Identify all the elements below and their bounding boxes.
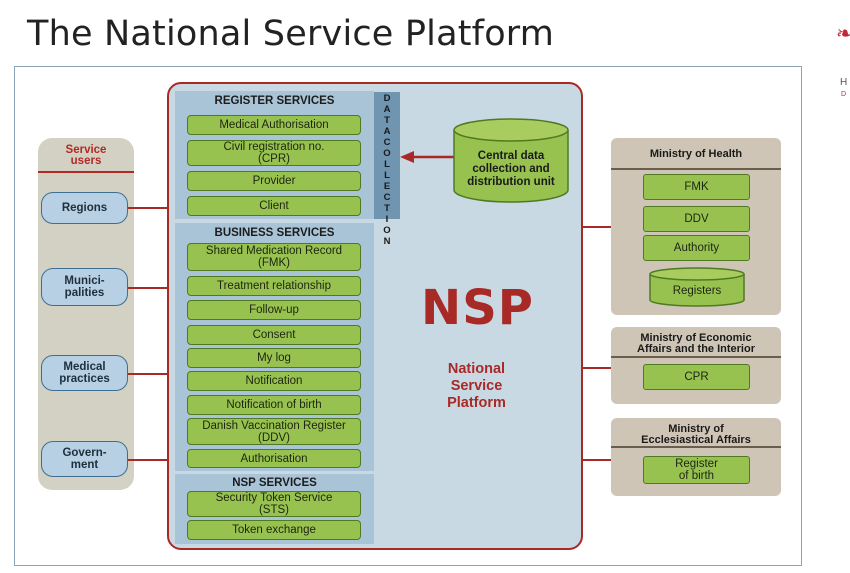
register-medical-authorisation: Medical Authorisation — [187, 115, 361, 135]
business-treatment-relationship: Treatment relationship — [187, 276, 361, 296]
service-user-regions: Regions — [41, 192, 128, 224]
ministry-health-registers: Registers — [672, 285, 722, 297]
service-users-panel — [38, 138, 134, 490]
nsp-sts: Security Token Service(STS) — [187, 491, 361, 517]
ministry-economic-title: Ministry of Economic Affairs and the Int… — [637, 332, 755, 355]
ministry-health-divider — [611, 168, 781, 170]
register-services-title: REGISTER SERVICES — [214, 95, 335, 107]
business-services-title: BUSINESS SERVICES — [214, 227, 335, 239]
service-users-divider — [38, 171, 134, 173]
registers-cylinder-icon — [649, 267, 745, 307]
business-ddv: Danish Vaccination Register(DDV) — [187, 418, 361, 445]
business-follow-up: Follow-up — [187, 300, 361, 320]
business-notification-of-birth: Notification of birth — [187, 395, 361, 415]
business-notification: Notification — [187, 371, 361, 391]
ministry-health-fmk: FMK — [643, 174, 750, 200]
register-client: Client — [187, 196, 361, 216]
nsp-services-title: NSP SERVICES — [232, 477, 317, 489]
connector-regions — [128, 207, 169, 209]
ministry-ecclesiastical-divider — [611, 446, 781, 448]
data-collection-bar — [374, 92, 400, 219]
register-cpr: Civil registration no.(CPR) — [187, 140, 361, 166]
connector-government — [128, 459, 169, 461]
service-user-government: Govern-ment — [41, 441, 128, 477]
connector-medical-practices — [128, 373, 169, 375]
business-fmk: Shared Medication Record(FMK) — [187, 243, 361, 271]
ministry-health-authority: Authority — [643, 235, 750, 261]
ministry-economic-divider — [611, 356, 781, 358]
side-text-h: H — [840, 77, 848, 88]
arrow-left-icon — [400, 151, 454, 163]
data-collection-label: D A T A C O L L E C T I O N — [383, 93, 391, 247]
connector-ministry-health — [583, 226, 611, 228]
nsp-heading: NSP — [421, 280, 534, 336]
logo-mark-icon: ❧ — [836, 21, 850, 45]
service-user-municipalities: Munici-palities — [41, 268, 128, 306]
ministry-ecclesiastical-title: Ministry of Ecclesiastical Affairs — [641, 423, 751, 446]
business-my-log: My log — [187, 348, 361, 368]
nsp-token-exchange: Token exchange — [187, 520, 361, 540]
register-provider: Provider — [187, 171, 361, 191]
connector-ministry-economic — [583, 367, 611, 369]
slide-title: The National Service Platform — [27, 14, 555, 54]
database-cylinder-icon — [453, 118, 569, 203]
ministry-health-title: Ministry of Health — [649, 148, 743, 160]
nsp-subtitle: National Service Platform — [447, 361, 506, 411]
side-text-d: D — [841, 91, 847, 98]
connector-ministry-ecclesiastical — [583, 459, 611, 461]
business-consent: Consent — [187, 325, 361, 345]
ministry-health-ddv: DDV — [643, 206, 750, 232]
business-authorisation: Authorisation — [187, 449, 361, 468]
ministry-economic-cpr: CPR — [643, 364, 750, 390]
service-users-title: Service users — [65, 144, 107, 167]
connector-municipalities — [128, 287, 169, 289]
central-data-unit-label: Central data collection and distribution… — [467, 150, 555, 188]
